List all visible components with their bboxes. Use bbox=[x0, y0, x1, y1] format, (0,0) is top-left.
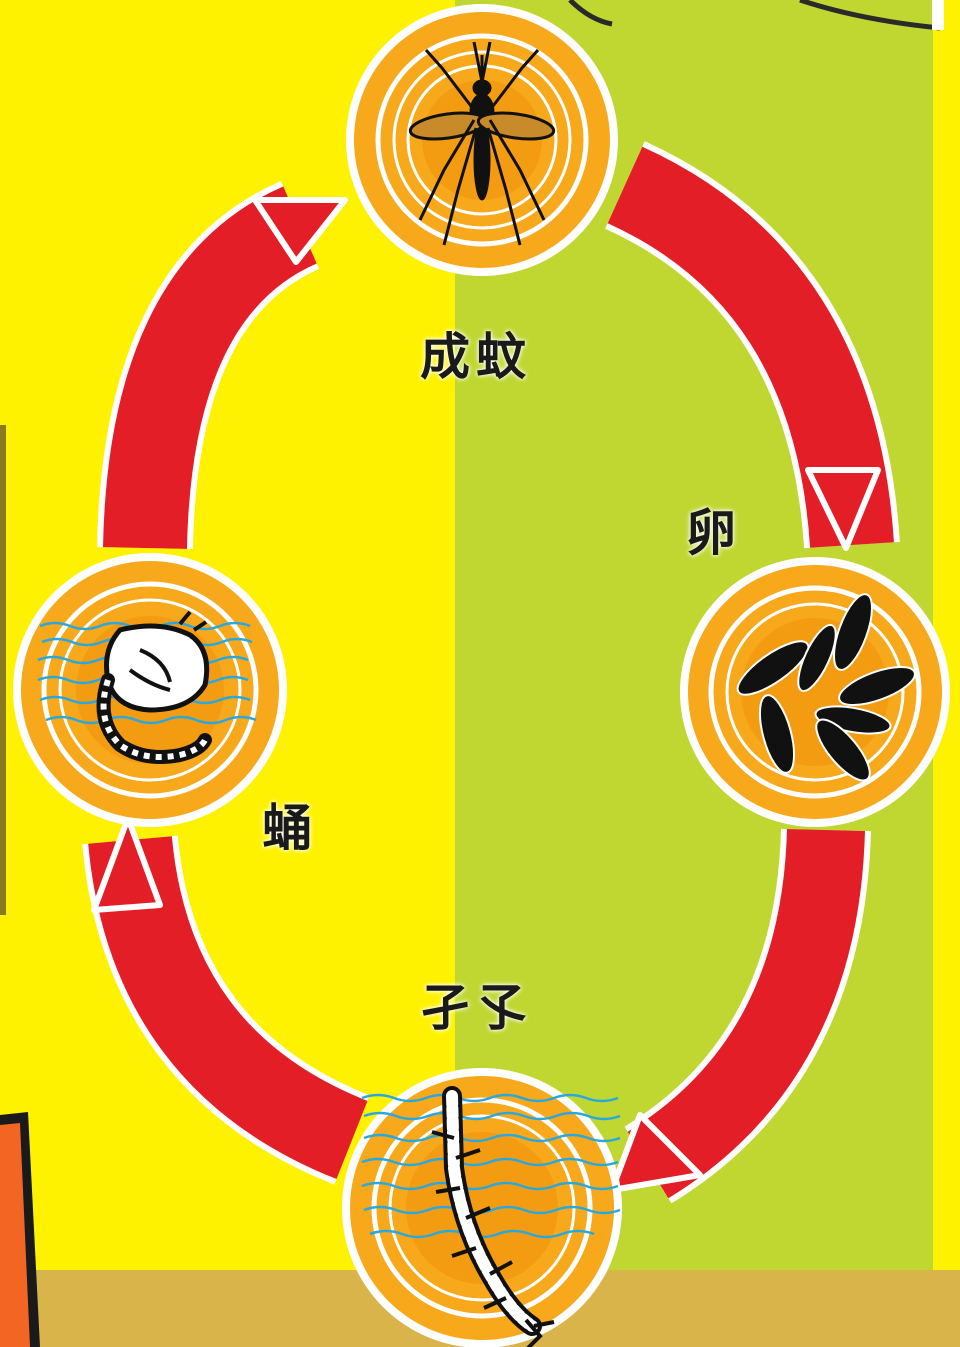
arrow-pupa-to-adult bbox=[97, 180, 348, 550]
corner-decoration-top-right-box bbox=[932, 0, 944, 30]
stage-circle-egg bbox=[680, 557, 950, 827]
arrow-larva-to-pupa bbox=[82, 815, 371, 1185]
left-edge-border bbox=[0, 425, 6, 915]
stage-circle-larva bbox=[342, 1068, 622, 1347]
larva-icon bbox=[431, 1086, 555, 1347]
arrow-egg-to-larva bbox=[609, 828, 871, 1204]
arrow-adult-to-egg bbox=[604, 141, 900, 551]
corner-decoration-bottom-left bbox=[0, 1112, 40, 1347]
pupa-icon bbox=[96, 610, 212, 764]
stage-label-egg: 卵 bbox=[686, 504, 742, 562]
mosquito-icon bbox=[408, 41, 556, 246]
eggs-icon bbox=[736, 593, 916, 782]
stage-label-larva: 孑孓 bbox=[420, 979, 532, 1037]
water-waves bbox=[361, 1093, 621, 1239]
stage-label-adult: 成蚊 bbox=[420, 328, 532, 386]
stage-circle-pupa bbox=[13, 553, 287, 827]
stage-circle-adult bbox=[346, 4, 618, 276]
stage-label-pupa: 蛹 bbox=[262, 799, 318, 857]
corner-decoration-top-right bbox=[568, 0, 941, 31]
